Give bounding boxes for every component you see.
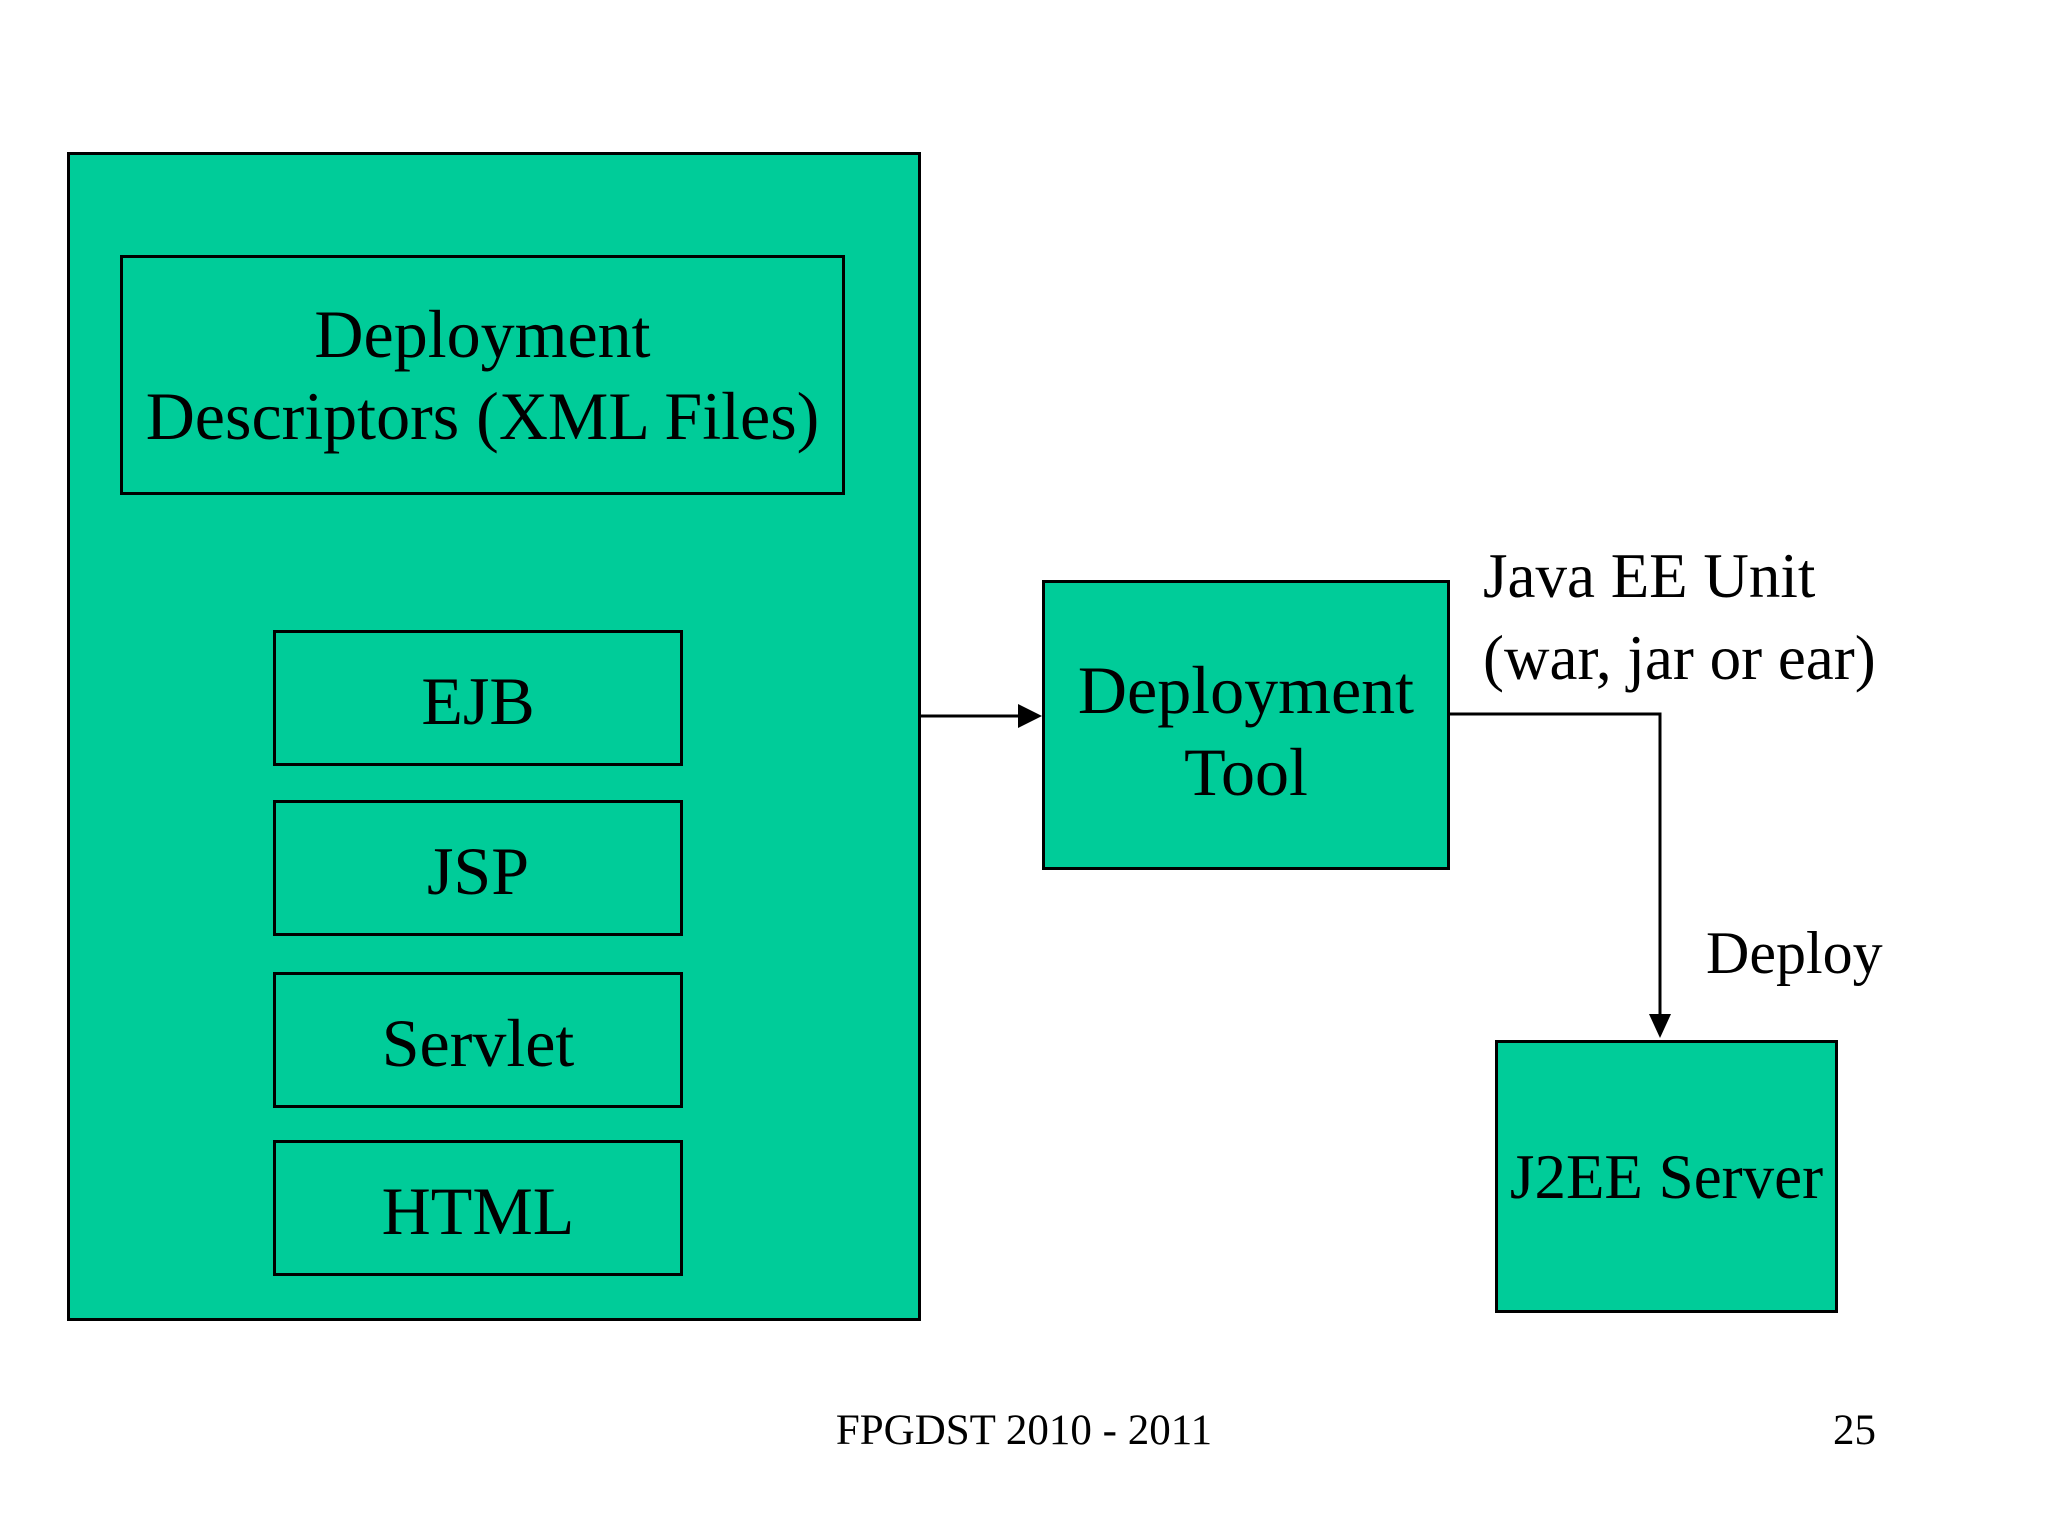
jsp-box: JSP xyxy=(273,800,683,936)
java-ee-unit-label-line1: Java EE Unit xyxy=(1483,541,1816,611)
deployment-descriptors-title-box: Deployment Descriptors (XML Files) xyxy=(120,255,845,495)
java-ee-unit-label-line2: (war, jar or ear) xyxy=(1483,623,1876,693)
html-box: HTML xyxy=(273,1140,683,1276)
tool-to-server-arrowhead xyxy=(1649,1014,1671,1038)
deployment-tool-label-line2: Tool xyxy=(1184,734,1308,810)
java-ee-unit-label: Java EE Unit (war, jar or ear) xyxy=(1483,535,1876,699)
deployment-descriptors-title-line1: Deployment xyxy=(314,296,651,372)
deployment-tool-box: Deployment Tool xyxy=(1042,580,1450,870)
deployment-descriptors-panel: Deployment Descriptors (XML Files) EJB J… xyxy=(67,152,921,1321)
descriptors-to-tool-arrowhead xyxy=(1018,704,1042,728)
ejb-label: EJB xyxy=(421,663,535,739)
footer-course-label: FPGDST 2010 - 2011 xyxy=(835,1407,1213,1454)
servlet-label: Servlet xyxy=(381,1005,575,1081)
deploy-label: Deploy xyxy=(1706,920,1883,986)
j2ee-server-box: J2EE Server xyxy=(1495,1040,1838,1313)
deployment-descriptors-title-line2: Descriptors (XML Files) xyxy=(145,378,820,454)
servlet-box: Servlet xyxy=(273,972,683,1108)
footer-page-number: 25 xyxy=(1833,1407,1876,1454)
jsp-label: JSP xyxy=(426,833,530,909)
ejb-box: EJB xyxy=(273,630,683,766)
j2ee-server-label: J2EE Server xyxy=(1509,1141,1824,1212)
html-label: HTML xyxy=(381,1173,575,1249)
deployment-tool-label-line1: Deployment xyxy=(1077,652,1415,728)
tool-to-server-connector-line xyxy=(1450,712,1662,1016)
